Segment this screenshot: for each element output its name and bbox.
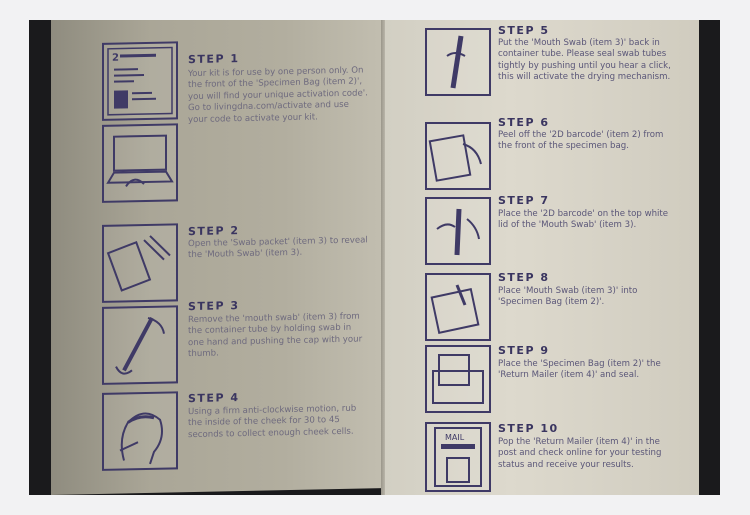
- swab-packet-illustration: [102, 223, 178, 303]
- step-1-text: Your kit is for use by one person only. …: [188, 65, 368, 125]
- step-9-text: Place the 'Specimen Bag (item 2)' the 'R…: [498, 359, 661, 381]
- specimen-bag-illustration: 2: [102, 41, 178, 121]
- step-6-text: Peel off the '2D barcode' (item 2) from …: [498, 130, 664, 152]
- peel-barcode-illustration: [425, 122, 491, 190]
- step-1-title: STEP 1: [188, 52, 240, 67]
- step-6-title: STEP 6: [498, 116, 550, 129]
- mailbox-illustration: MAIL: [425, 422, 491, 492]
- svg-text:2: 2: [112, 53, 119, 64]
- step-4-text: Using a firm anti-clockwise motion, rub …: [188, 403, 357, 440]
- step-2-title: STEP 2: [188, 224, 240, 239]
- step-5-text: Put the 'Mouth Swab (item 3)' back in co…: [498, 38, 671, 83]
- laptop-illustration: [102, 123, 178, 203]
- step-10-text: Pop the 'Return Mailer (item 4)' in the …: [498, 437, 662, 470]
- bag-into-mailer-illustration: [425, 345, 491, 413]
- cheek-swab-illustration: [102, 391, 178, 471]
- booklet-photo: 2 STEP 1 Your kit is for use by one pers…: [29, 20, 720, 495]
- left-page: 2 STEP 1 Your kit is for use by one pers…: [51, 20, 384, 495]
- remove-swab-illustration: [102, 305, 178, 385]
- step-4-title: STEP 4: [188, 391, 240, 406]
- step-7-title: STEP 7: [498, 194, 550, 207]
- svg-text:MAIL: MAIL: [445, 433, 465, 442]
- step-9-title: STEP 9: [498, 344, 550, 357]
- step-7-text: Place the '2D barcode' on the top white …: [498, 209, 669, 231]
- swab-into-bag-illustration: [425, 273, 491, 341]
- step-3-title: STEP 3: [188, 299, 240, 314]
- step-3-text: Remove the 'mouth swab' (item 3) from th…: [188, 311, 363, 360]
- step-8-title: STEP 8: [498, 271, 550, 284]
- right-page: STEP 5 Put the 'Mouth Swab (item 3)' bac…: [385, 20, 699, 495]
- step-8-text: Place 'Mouth Swab (item 3)' into 'Specim…: [498, 286, 638, 308]
- step-2-text: Open the 'Swab packet' (item 3) to revea…: [188, 235, 368, 261]
- step-10-title: STEP 10: [498, 422, 559, 435]
- swab-tube-illustration: [425, 28, 491, 96]
- barcode-lid-illustration: [425, 197, 491, 265]
- step-5-title: STEP 5: [498, 24, 550, 37]
